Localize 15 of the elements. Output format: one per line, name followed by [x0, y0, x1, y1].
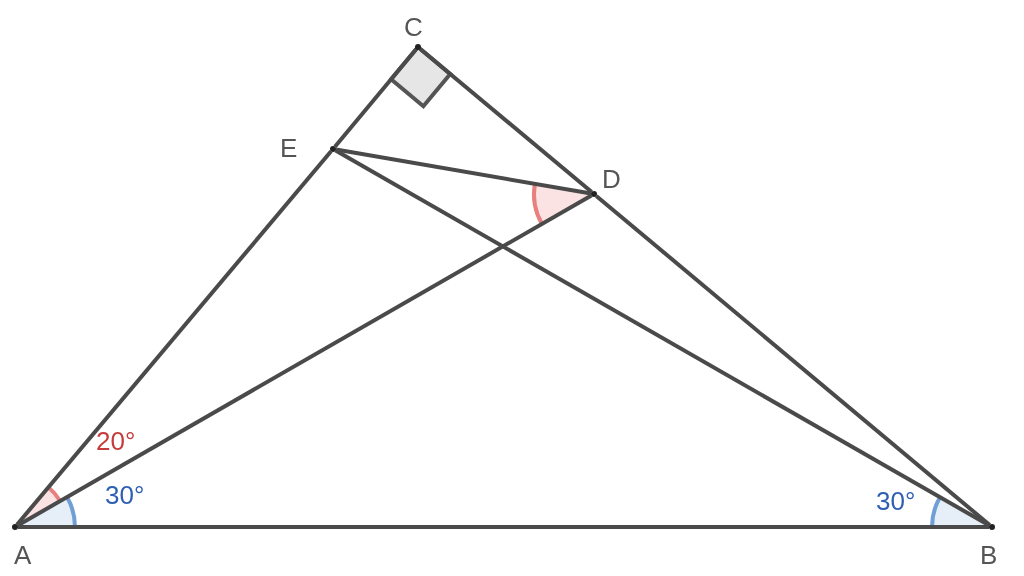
point-label: E: [280, 135, 298, 161]
line-segment: [419, 47, 593, 194]
point-label: A: [14, 542, 32, 568]
point-label: D: [602, 166, 621, 192]
line-segment: [16, 193, 593, 528]
angle-label: 30°: [876, 488, 916, 514]
point-label: B: [980, 542, 998, 568]
line-segment: [18, 525, 989, 529]
line-segment: [595, 194, 991, 527]
point-label: C: [404, 14, 423, 40]
line-segment: [333, 48, 418, 148]
angle-label: 20°: [96, 428, 136, 454]
angle-label: 30°: [105, 482, 145, 508]
line-segment: [15, 150, 333, 526]
line-segment: [335, 147, 592, 196]
